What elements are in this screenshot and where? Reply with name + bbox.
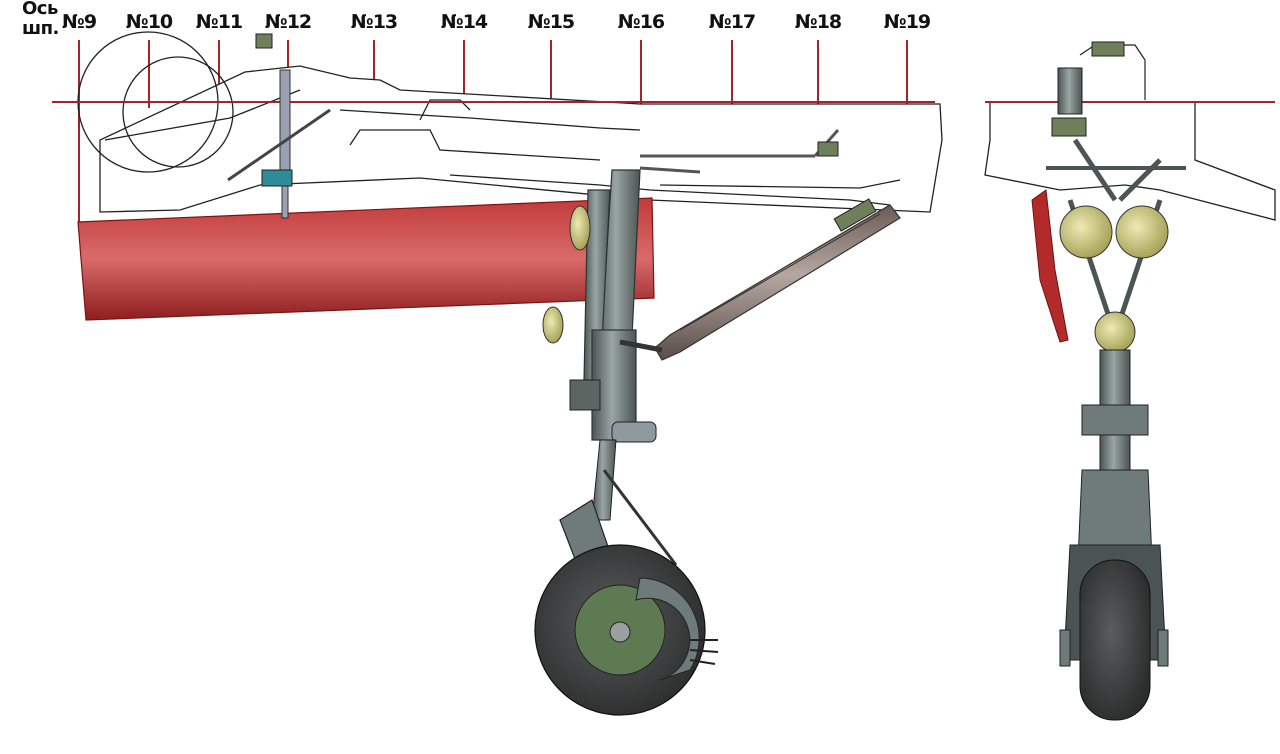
landing-lights-side (542, 205, 591, 344)
frame-label-19: №19 (883, 11, 931, 33)
frame-label-18: №18 (794, 11, 842, 33)
frame-label-14: №14 (440, 11, 488, 33)
axis-label-line1: Ось (22, 0, 58, 19)
front-view (984, 41, 1276, 721)
upper-actuator (227, 33, 331, 219)
frame-label-10: №10 (125, 11, 173, 33)
axis-label: Ось шп. (22, 0, 59, 39)
linkage-rods (639, 129, 840, 174)
frame-label-12: №12 (264, 11, 312, 33)
fuselage-beam (77, 197, 655, 321)
fuselage-outline (77, 31, 943, 213)
frame-label-13: №13 (350, 11, 398, 33)
retraction-jack (654, 198, 901, 361)
frame-label-11: №11 (195, 11, 243, 33)
frame-label-16: №16 (617, 11, 665, 33)
axis-label-line2: шп. (22, 18, 59, 39)
frame-label-15: №15 (527, 11, 575, 33)
wheel-side (534, 544, 719, 716)
frame-label-17: №17 (708, 11, 756, 33)
frame-label-9: №9 (61, 11, 97, 33)
